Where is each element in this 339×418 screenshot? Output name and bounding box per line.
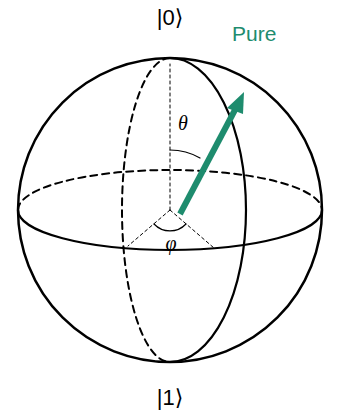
phi-arc — [154, 224, 186, 231]
angle-label: φ — [165, 232, 176, 254]
ket-label: |1⟩ — [157, 386, 184, 410]
angle-label: θ — [178, 112, 188, 134]
state-label: Pure — [232, 22, 276, 45]
projection-line — [170, 210, 214, 248]
x-axis — [128, 210, 170, 246]
meridian-front — [170, 58, 246, 362]
sphere-outline — [18, 58, 322, 362]
state-vector-head — [227, 92, 244, 114]
state-vector — [180, 108, 236, 214]
theta-arc — [170, 150, 200, 158]
z-axis — [170, 64, 171, 210]
meridian-back — [122, 58, 170, 362]
ket-label: |0⟩ — [157, 6, 184, 30]
